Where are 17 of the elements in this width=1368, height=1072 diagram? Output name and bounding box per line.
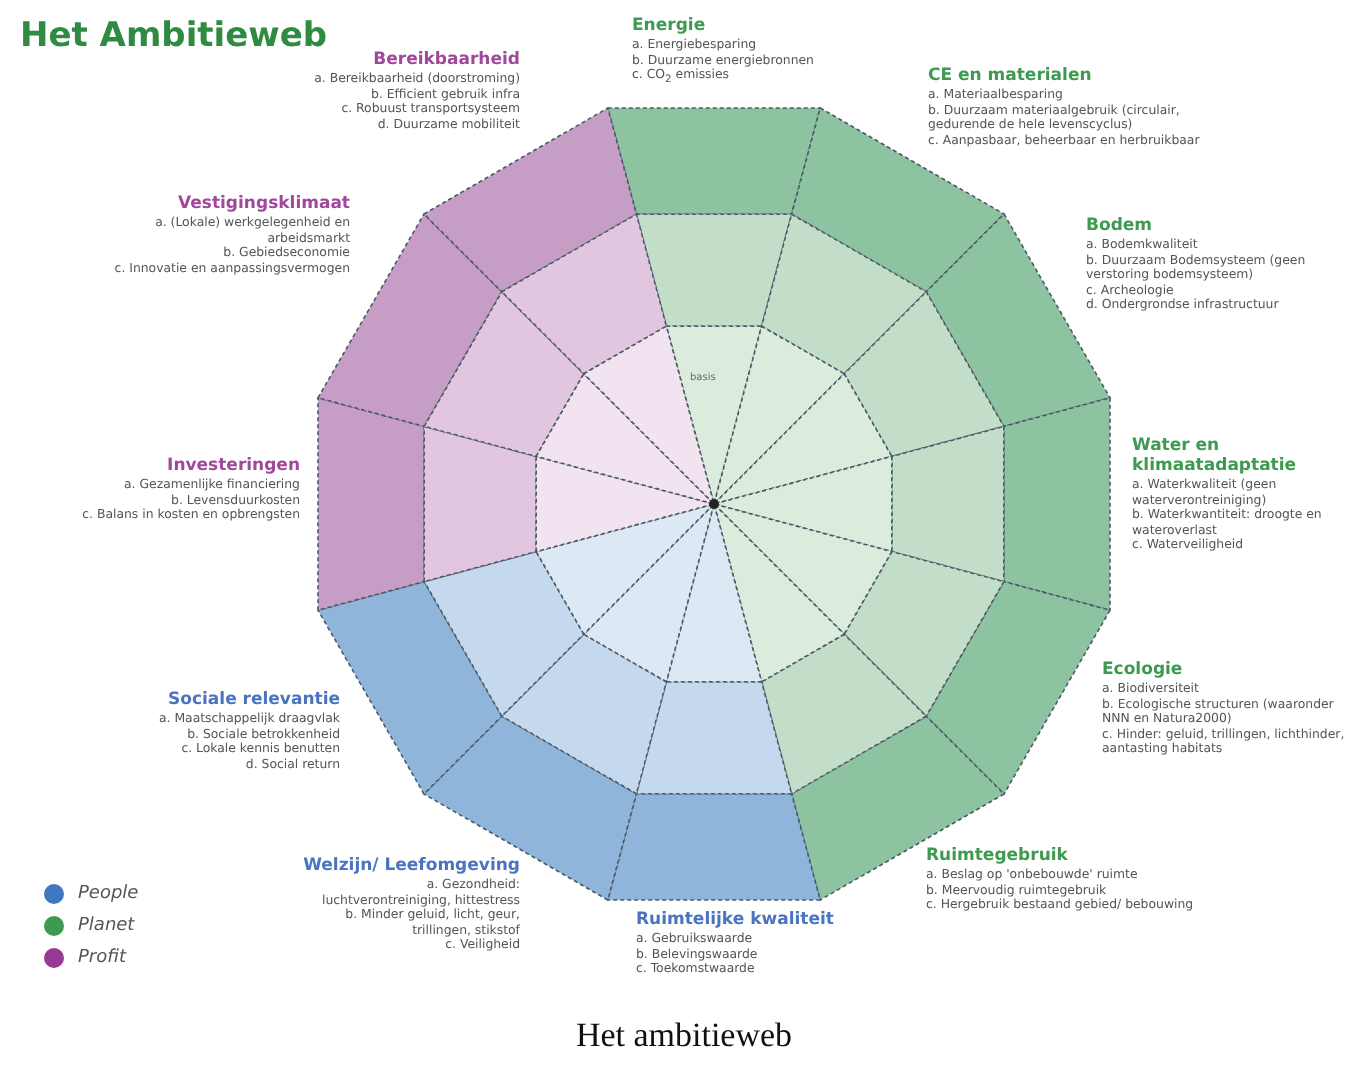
legend-label: Profit [78,948,126,968]
sector-heading: CE en materialen [928,66,1094,86]
sector-heading: Water en klimaatadaptatie [1132,436,1299,476]
sector-heading: Vestigingsklimaat [176,194,350,214]
sector-heading: Energie [632,16,708,36]
legend-label: Planet [78,916,135,936]
figure-caption: Het ambitieweb [573,1016,795,1056]
sector-heading: Bodem [1086,216,1155,236]
sector-heading: Ecologie [1102,660,1185,680]
sector-heading: Ruimtelijke kwaliteit [636,910,836,930]
legend-label: People [78,884,139,904]
sector-heading: Welzijn/ Leefomgeving [301,856,520,876]
sector-heading: Investeringen [165,456,300,476]
diagram-title: Het Ambitieweb [20,16,328,56]
sector-heading: Ruimtegebruik [926,846,1070,866]
sector-heading: Bereikbaarheid [371,50,520,70]
sector-heading: Sociale relevantie [166,690,340,710]
